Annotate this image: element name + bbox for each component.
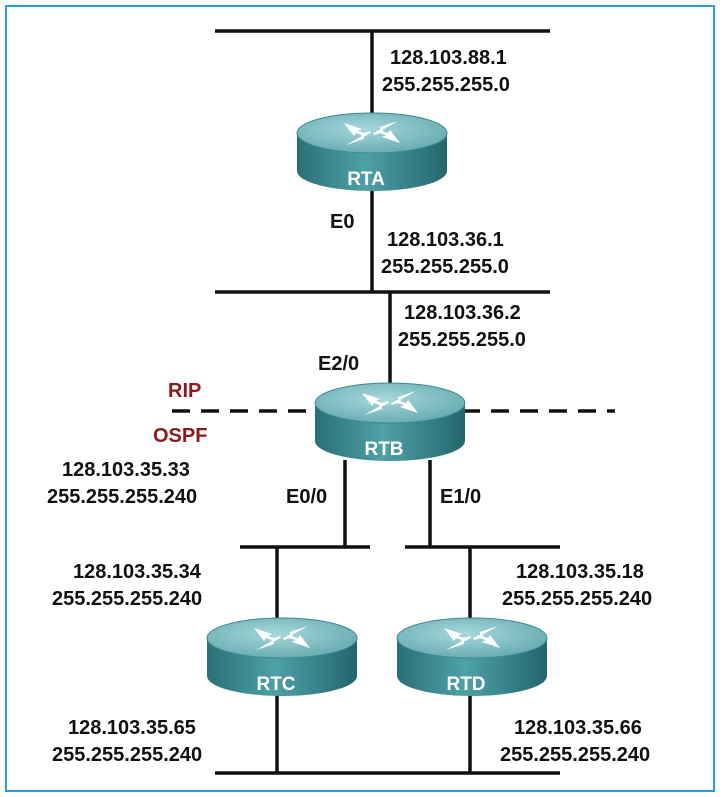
router-rta[interactable]: RTA (296, 112, 448, 192)
rta-top-ip: 128.103.88.1 (390, 47, 507, 69)
rtb-e2-0-mask: 255.255.255.0 (398, 329, 526, 351)
rtd-top-ip: 128.103.35.18 (516, 561, 644, 583)
rtb-e2-0-label: E2/0 (318, 353, 359, 375)
rtb-e0-0-ip: 128.103.35.33 (62, 459, 190, 481)
rtb-e1-0-label: E1/0 (440, 486, 481, 508)
rtb-e0-0-label: E0/0 (286, 486, 327, 508)
rtc-bottom-mask: 255.255.255.240 (52, 744, 202, 766)
rta-e0-mask: 255.255.255.0 (381, 256, 509, 278)
rta-e0-ip: 128.103.36.1 (387, 229, 504, 251)
rtc-top-ip: 128.103.35.34 (73, 561, 202, 583)
router-rtb-label: RTB (364, 439, 403, 460)
router-rta-label: RTA (347, 169, 385, 190)
rtd-top-mask: 255.255.255.240 (502, 588, 652, 610)
router-rtd-label: RTD (446, 674, 485, 695)
rtb-e2-0-ip: 128.103.36.2 (404, 302, 521, 324)
router-rtc-label: RTC (256, 674, 295, 695)
rta-top-mask: 255.255.255.0 (382, 74, 510, 96)
rtc-top-mask: 255.255.255.240 (52, 588, 202, 610)
router-rtd[interactable]: RTD (396, 617, 548, 697)
rtd-bottom-mask: 255.255.255.240 (500, 744, 650, 766)
rtd-bottom-ip: 128.103.35.66 (514, 717, 642, 739)
router-rtb[interactable]: RTB (314, 382, 466, 462)
rtb-e0-0-mask: 255.255.255.240 (47, 486, 197, 508)
ospf-label: OSPF (153, 425, 207, 447)
rtc-bottom-ip: 128.103.35.65 (68, 717, 196, 739)
rta-e0-label: E0 (330, 211, 354, 233)
rip-label: RIP (168, 380, 201, 402)
router-rtc[interactable]: RTC (206, 617, 358, 697)
